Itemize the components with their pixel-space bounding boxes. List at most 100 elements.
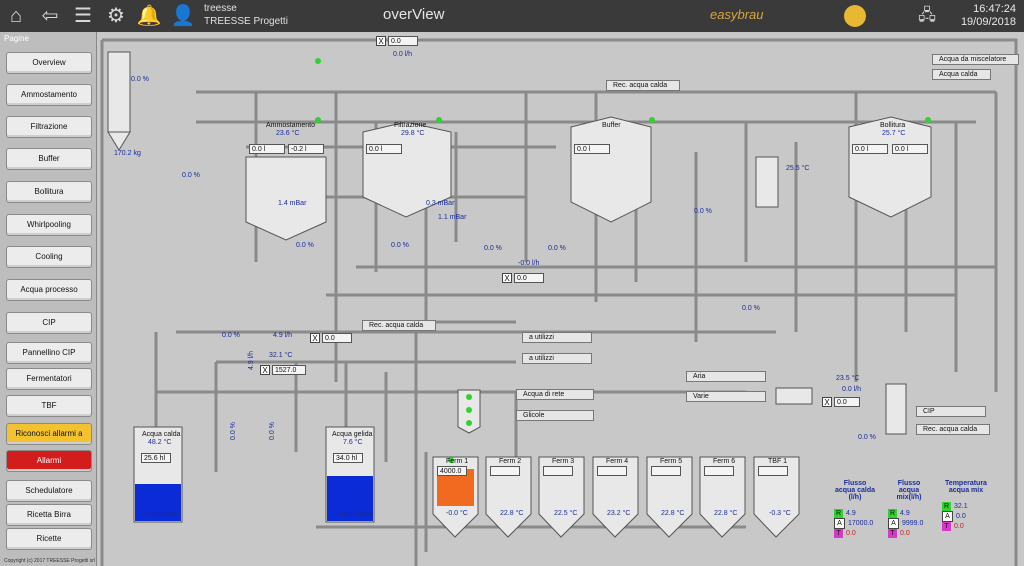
brand-logo-icon [844,5,866,27]
nav-whirlpooling[interactable]: Whirlpooling [6,214,92,236]
home-icon[interactable]: ⌂ [9,5,23,27]
sidebar-header: Pagine [4,34,29,43]
nav-ricetta-birra[interactable]: Ricetta Birra [6,504,92,526]
nav-acqua-processo[interactable]: Acqua processo [6,279,92,301]
ferm-6-name: Ferm 6 [713,458,736,465]
hx-flow: 0.0 l/h [842,386,862,393]
pct-c: 0.0 % [391,242,409,249]
bell-icon[interactable]: 🔔 [136,5,162,27]
nav-tbf[interactable]: TBF [6,395,92,417]
nav-overview[interactable]: Overview [6,52,92,74]
clock-date: 19/09/2018 [960,16,1016,28]
legend-header-3: Temperatura acqua mix [945,480,987,494]
bollitura-temp: 25.7 °C [882,130,906,137]
legend-chip-r: R [834,509,843,518]
legend-chip-a3: A [942,511,953,522]
legend-c2-t: 0.0 [900,530,910,537]
ferm-1-name: Ferm 1 [446,458,469,465]
nav-cip[interactable]: CIP [6,312,92,334]
ferm-4-name: Ferm 4 [606,458,629,465]
ferm-5-level [651,466,681,476]
ammostamento-pressure: 1.4 mBar [278,200,307,207]
legend-chip-t: T [834,529,843,538]
bollitura-val2: 0.0 l [892,144,928,154]
top-bar: ⌂ ⇦ ☰ ⚙ 🔔 👤 treesse TREESSE Progetti ove… [0,0,1024,32]
gear-icon[interactable]: ⚙ [107,5,125,27]
ferm-3-level [543,466,573,476]
x-box-1527[interactable]: X [260,365,270,375]
tag-varie: Varie [686,391,766,402]
mid-box-value: 0.0 [322,333,352,343]
ammostamento-name: Ammostamento [266,122,316,129]
nav-cooling[interactable]: Cooling [6,246,92,268]
legend-c1-r: 4.9 [846,510,856,517]
acqua-gelida-pressure: 148.1 mBar [336,511,373,518]
flow-mid: -0.0 l/h [518,260,540,267]
legend-chip-a2: A [888,518,899,529]
vert-flow: 4.9 l/h [248,350,255,370]
buffer-val1: 0.0 l [574,144,610,154]
clock: 16:47:24 19/09/2018 [961,3,1016,29]
x-box-flow[interactable]: X [502,273,512,283]
pct-f: 0.0 % [694,208,712,215]
x-box-hx[interactable]: X [822,397,832,407]
nav-pannellino-cip[interactable]: Pannellino CIP [6,342,92,364]
nav-bollitura[interactable]: Bollitura [6,181,92,203]
hx-pct: 0.0 % [858,434,876,441]
tag-acqua-rete: Acqua di rete [516,389,594,400]
legend-c1-t: 0.0 [846,530,856,537]
tag-cip: CIP [916,406,986,417]
tag-utilizzi-1: a utilizzi [522,332,592,343]
pct-g: 0.0 % [742,305,760,312]
alarms-button[interactable]: Allarmi [6,450,92,472]
nav-filtrazione[interactable]: Filtrazione [6,116,92,138]
pct-a: 0.0 % [182,172,200,179]
legend-c3-a: 0.0 [956,513,966,520]
nav-ricette[interactable]: Ricette [6,528,92,550]
legend-header-1: Flusso acqua calda (l/h) [834,480,876,501]
legend-chip-t2: T [888,529,897,538]
legend-chip-r3: R [942,502,951,511]
brand-logo-text: easybrau [710,7,764,22]
company-name: TREESSE Progetti [204,16,288,27]
tag-rec-3: Rec. acqua calda [916,424,991,435]
hx-temp: 23.5 °C [836,375,860,382]
nav-ammostamento[interactable]: Ammostamento [6,84,92,106]
user-icon[interactable]: 👤 [170,5,196,27]
filtrazione-pressure2: 1.1 mBar [438,214,467,221]
legend-chip-r2: R [888,509,897,518]
piping-diagram [100,38,1018,566]
network-icon[interactable]: 🖧 [918,7,936,24]
copyright: Copyright (c) 2017 TREESSE Progetti srl [4,558,96,564]
bollitura-name: Bollitura [880,122,906,129]
tag-rec-2: Rec. acqua calda [362,320,437,331]
ferm-3-temp: 22.5 °C [554,510,578,517]
x-box-top[interactable]: X [376,36,386,46]
nav-fermentatori[interactable]: Fermentatori [6,368,92,390]
hx-box-value: 0.0 [834,397,860,407]
ferm-5-temp: 22.8 °C [661,510,685,517]
nav-schedulatore[interactable]: Schedulatore [6,480,92,502]
acqua-calda-pressure: 118.9 mBar [142,511,178,518]
ferm-2-temp: 22.8 °C [500,510,524,517]
top-box-value: 0.0 [388,36,418,46]
menu-list-icon[interactable]: ☰ [74,5,92,27]
ack-alarms-button[interactable]: Riconosci allarmi a PLC [6,423,92,458]
ammostamento-temp: 23.6 °C [276,130,300,137]
page-title: overView [383,6,445,23]
filtrazione-name: Filtrazione [394,122,427,129]
x-box-mid[interactable]: X [310,333,320,343]
ammostamento-val2: -0.2 l [288,144,324,154]
pct-b: 0.0 % [296,242,314,249]
temp-h: 32.1 °C [269,352,293,359]
acqua-calda-level: 25.6 hl [141,453,171,463]
ferm-1-level: 4000.0 [437,466,467,476]
pct-v2: 0.0 % [269,422,276,440]
nav-buffer[interactable]: Buffer [6,148,92,170]
back-icon[interactable]: ⇦ [41,5,59,27]
ferm-5-name: Ferm 5 [660,458,683,465]
acqua-gelida-name: Acqua gelida [332,431,373,438]
